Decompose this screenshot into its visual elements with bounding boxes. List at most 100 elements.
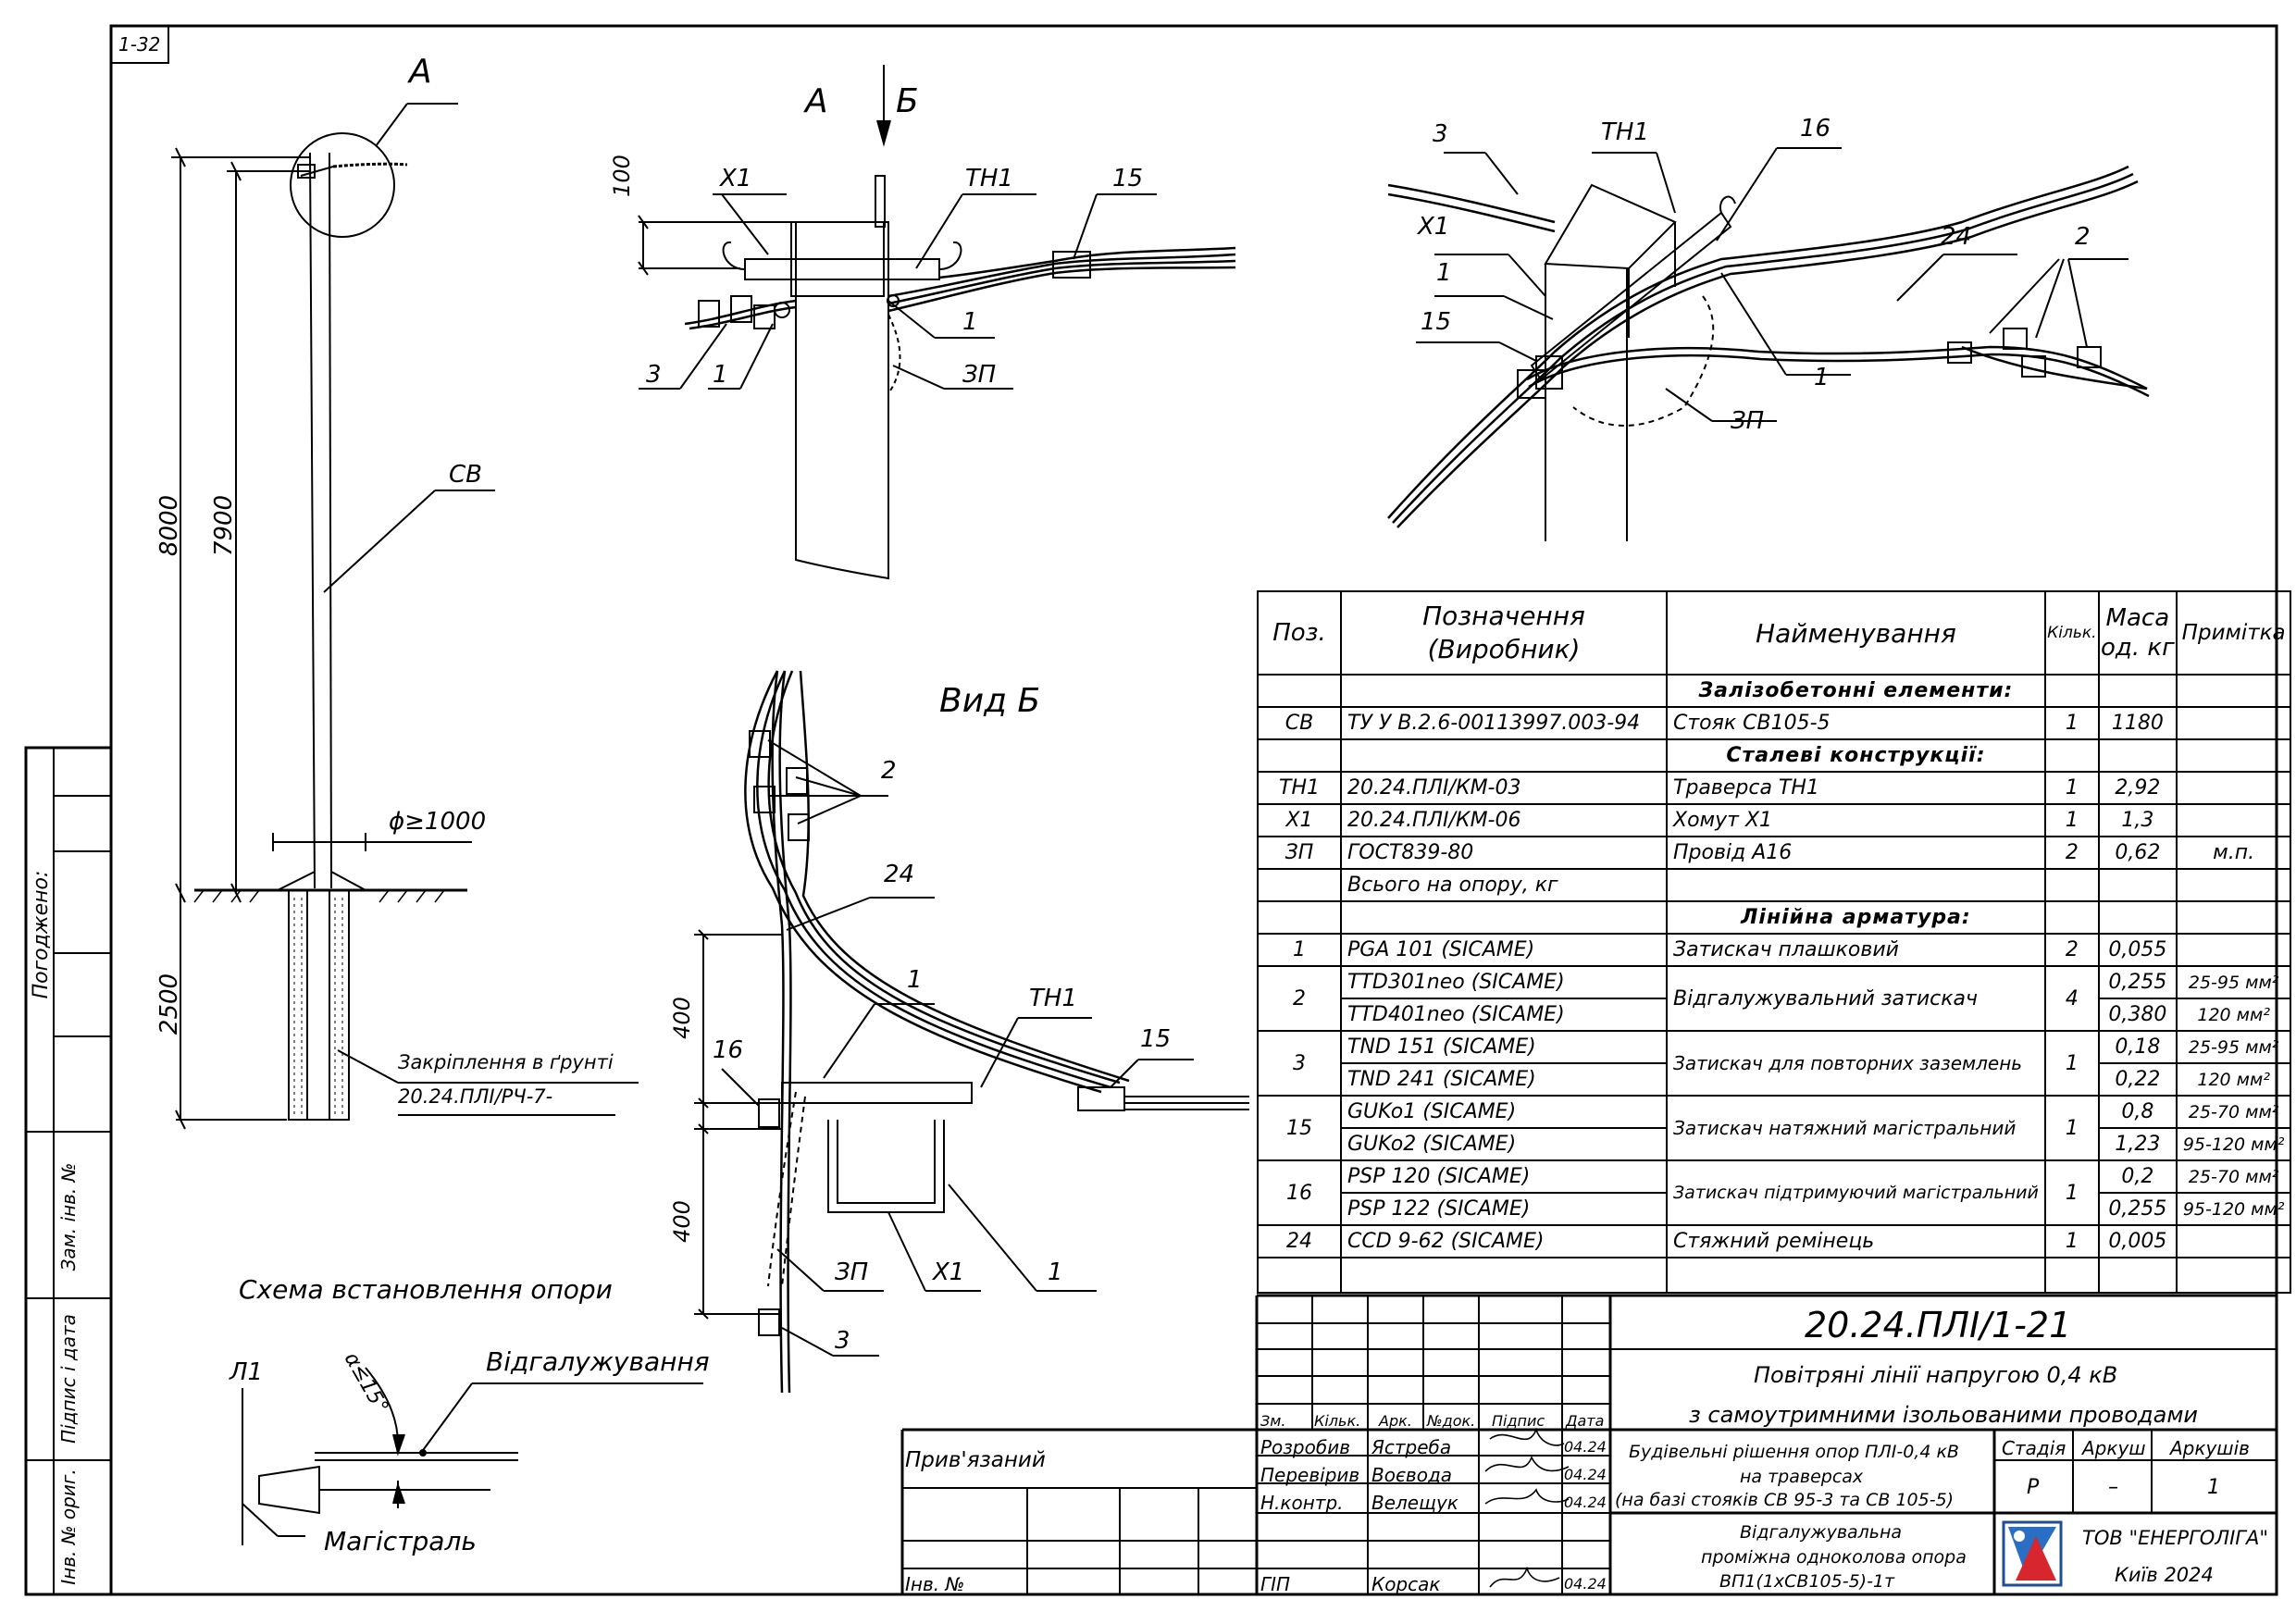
bound-label: Прив'язаний <box>905 1448 1046 1472</box>
subject-1: Будівельні рішення опор ПЛІ-0,4 кВ <box>1629 1442 1959 1462</box>
col-change: Зм. <box>1260 1412 1286 1430</box>
vb-label-th1: TH1 <box>1029 985 1077 1012</box>
iso-label-3: 3 <box>1433 120 1448 148</box>
main-line-label: Магістраль <box>324 1526 477 1556</box>
role-norm-control: Н.контр. <box>1260 1492 1344 1514</box>
sheet-value: – <box>2108 1476 2118 1499</box>
subject-2: на траверсах <box>1740 1467 1864 1487</box>
table-row: СВ ТУ У В.2.6-00113997.003-94 Стояк СВ10… <box>1257 706 2292 740</box>
stage-header: Стадія <box>2002 1437 2066 1459</box>
iso-label-15: 15 <box>1421 308 1452 336</box>
name-norm-control: Велещук <box>1371 1492 1458 1514</box>
foundation-code: 20.24.ПЛІ/РЧ-7- <box>398 1085 553 1108</box>
role-developer: Розробив <box>1260 1436 1350 1458</box>
company-logo <box>2002 1520 2063 1587</box>
vb-label-1: 1 <box>907 966 923 994</box>
label-1-left: 1 <box>713 361 728 389</box>
vb-label-x1: X1 <box>933 1258 965 1286</box>
doc-title-2: з самоутримними ізольованими проводами <box>1689 1402 2199 1428</box>
stamp-replaced-inv: Зам. інв. № <box>57 1162 80 1271</box>
label-3: 3 <box>646 361 662 389</box>
dim-7900: 7900 <box>210 494 238 557</box>
stamp-sign-date: Підпис і дата <box>57 1314 80 1444</box>
vb-dim-400-top: 400 <box>669 997 695 1039</box>
hdr-mass: Маса од. кг <box>2097 590 2178 676</box>
branch-label: Відгалужування <box>486 1346 710 1377</box>
doc-code: 20.24.ПЛІ/1-21 <box>1805 1305 2072 1345</box>
vb-label-2: 2 <box>881 757 897 785</box>
specification-table: Поз. Позначення (Виробник) Найменування … <box>1257 590 2292 1294</box>
role-chief-engineer: ГІП <box>1260 1573 1291 1595</box>
inv-label: Інв. № <box>905 1573 965 1595</box>
label-15: 15 <box>1112 165 1144 192</box>
dim-2500: 2500 <box>155 973 183 1035</box>
sheets-header: Аркушів <box>2170 1437 2250 1459</box>
date-developer: 04.24 <box>1564 1438 1607 1456</box>
company-name: ТОВ "ЕНЕРГОЛІГА" <box>2082 1527 2269 1549</box>
vb-dim-400-bottom: 400 <box>669 1200 695 1243</box>
hdr-qty: Кільк. <box>2043 590 2100 676</box>
col-date: Дата <box>1566 1412 1605 1430</box>
iso-view <box>1387 147 2150 541</box>
subject-3: (на базі стояків СВ 95-3 та СВ 105-5) <box>1615 1490 1955 1510</box>
iso-label-24: 24 <box>1941 223 1972 251</box>
hdr-note: Примітка <box>2175 590 2292 676</box>
col-doc: №док. <box>1427 1412 1476 1430</box>
dim-8000: 8000 <box>155 494 183 557</box>
detail-b-arrow-label: Б <box>896 82 919 120</box>
label-1-right: 1 <box>962 308 978 336</box>
name-developer: Ястреба <box>1371 1436 1452 1458</box>
label-zp: ЗП <box>962 361 997 389</box>
scheme-caption: Схема встановлення опори <box>239 1274 613 1305</box>
col-qty: Кільк. <box>1314 1412 1361 1430</box>
iso-label-zp: ЗП <box>1731 407 1765 435</box>
hdr-name: Найменування <box>1666 590 2046 676</box>
iso-label-16: 16 <box>1800 115 1831 143</box>
date-checker: 04.24 <box>1564 1466 1607 1483</box>
label-th1: TH1 <box>965 165 1013 192</box>
title-block-lines <box>900 1294 2277 1594</box>
detail-a <box>638 65 1236 580</box>
name-chief-engineer: Корсак <box>1371 1573 1441 1595</box>
iso-label-th1: TH1 <box>1601 118 1649 146</box>
drawing-title-3: ВП1(1хСВ105-5)-1т <box>1719 1571 1895 1592</box>
label-diameter: ϕ≥1000 <box>389 808 487 836</box>
sheet-code: 1-32 <box>118 33 161 56</box>
drawing-title-1: Відгалужувальна <box>1740 1522 1903 1543</box>
company-city: Київ 2024 <box>2115 1564 2214 1586</box>
vb-label-15: 15 <box>1140 1025 1172 1053</box>
branch-l1: Л1 <box>230 1358 264 1386</box>
pole-scheme <box>171 103 639 1130</box>
col-sign: Підпис <box>1492 1412 1545 1430</box>
section-concrete: Залізобетонні елементи: <box>1666 674 2046 708</box>
iso-label-x1: X1 <box>1418 213 1450 241</box>
branch-scheme <box>242 1367 703 1545</box>
label-a: A <box>409 53 432 91</box>
sheet-header: Аркуш <box>2082 1437 2146 1459</box>
name-checker: Воєвода <box>1371 1464 1453 1486</box>
stamp-agreed: Погоджено: <box>30 870 53 999</box>
foundation-label: Закріплення в ґрунті <box>398 1051 614 1073</box>
view-b-title: Вид Б <box>939 682 1041 720</box>
vb-label-3: 3 <box>835 1327 850 1355</box>
vb-label-zp: ЗП <box>835 1258 869 1286</box>
section-fittings: Лінійна арматура: <box>1666 900 2046 935</box>
view-b <box>694 670 1249 1394</box>
col-sheet: Арк. <box>1379 1412 1412 1430</box>
date-norm-control: 04.24 <box>1564 1494 1607 1511</box>
section-steel: Сталеві конструкції: <box>1666 738 2046 773</box>
detail-a-title: A <box>805 82 828 120</box>
date-chief-engineer: 04.24 <box>1564 1575 1607 1593</box>
iso-label-1: 1 <box>1436 259 1452 287</box>
vb-label-16: 16 <box>713 1036 744 1064</box>
